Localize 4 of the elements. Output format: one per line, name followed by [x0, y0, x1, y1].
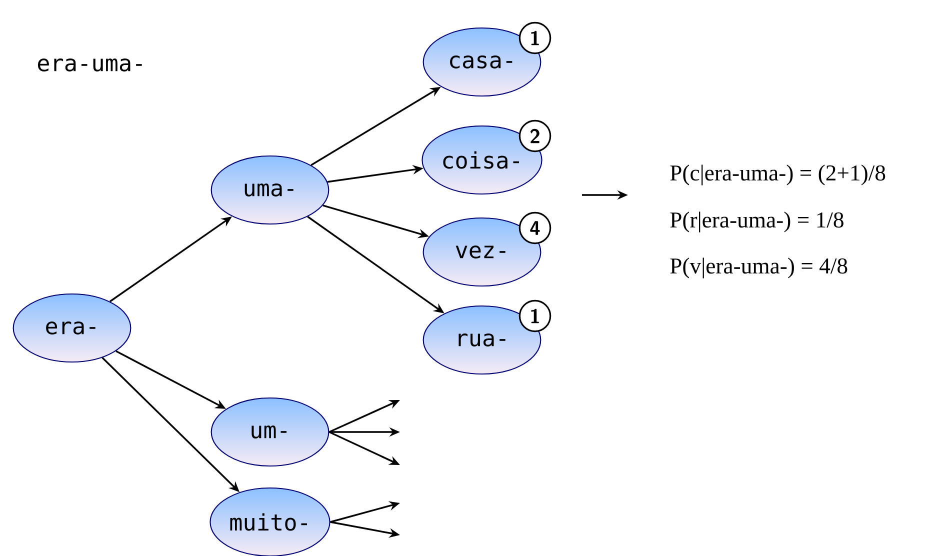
probability-formula: P(v|era-uma-) = 4/8	[670, 258, 848, 278]
probability-formula: P(c|era-uma-) = (2+1)/8	[670, 164, 886, 186]
probability-formula: P(r|era-uma-) = 1/8	[670, 212, 844, 232]
sequence-label: era-uma-	[38, 58, 142, 72]
